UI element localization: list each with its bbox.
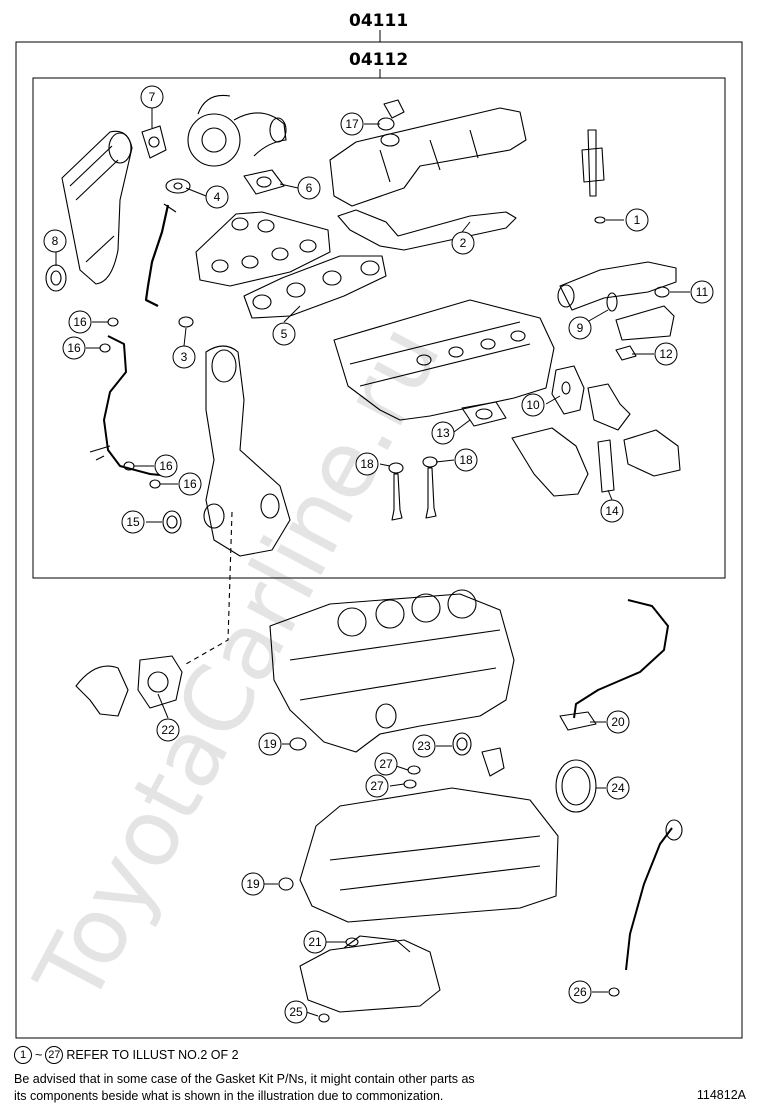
callout-27-a-label: 27: [379, 757, 393, 771]
outer-kit-frame: [15, 41, 743, 1039]
callout-16-d[interactable]: 16: [178, 472, 202, 496]
callout-13[interactable]: 13: [431, 421, 455, 445]
callout-18-b-label: 18: [459, 453, 473, 467]
callout-21[interactable]: 21: [303, 930, 327, 954]
callouts: 1 2 3 4 5 6 7 8 9 10 11 12 13 14 15 16 1…: [43, 85, 714, 1024]
callout-9-label: 9: [577, 321, 584, 335]
callout-27-b[interactable]: 27: [365, 774, 389, 798]
leader-lines: [55, 106, 690, 1017]
callout-10-label: 10: [526, 398, 540, 412]
callout-26[interactable]: 26: [568, 980, 592, 1004]
callout-15[interactable]: 15: [121, 510, 145, 534]
callout-3-label: 3: [181, 350, 188, 364]
callout-16-d-label: 16: [183, 477, 197, 491]
callout-14-label: 14: [605, 504, 619, 518]
callout-19-b[interactable]: 19: [241, 872, 265, 896]
callout-12[interactable]: 12: [654, 342, 678, 366]
ref-tilde: ~: [35, 1047, 43, 1062]
callout-16-c[interactable]: 16: [154, 454, 178, 478]
callout-1-label: 1: [634, 213, 641, 227]
callout-11-label: 11: [696, 285, 709, 299]
callout-22-label: 22: [161, 723, 175, 737]
callout-7-label: 7: [149, 90, 156, 104]
callout-22[interactable]: 22: [156, 718, 180, 742]
callout-13-label: 13: [436, 426, 450, 440]
callout-17[interactable]: 17: [340, 112, 364, 136]
callout-19-a-label: 19: [263, 737, 277, 751]
callout-20[interactable]: 20: [606, 710, 630, 734]
callout-16-a-label: 16: [73, 315, 87, 329]
callout-18-b[interactable]: 18: [454, 448, 478, 472]
callout-18-a-label: 18: [360, 457, 374, 471]
advice-line-2: its components beside what is shown in t…: [14, 1089, 444, 1103]
callout-4[interactable]: 4: [205, 185, 229, 209]
callout-26-label: 26: [573, 985, 587, 999]
callout-27-a[interactable]: 27: [374, 752, 398, 776]
callout-6[interactable]: 6: [297, 176, 321, 200]
callout-15-label: 15: [126, 515, 140, 529]
outer-kit-number: 04111: [349, 11, 408, 31]
callout-19-a[interactable]: 19: [258, 732, 282, 756]
callout-11[interactable]: 11: [690, 280, 714, 304]
callout-16-c-label: 16: [159, 459, 173, 473]
callout-3[interactable]: 3: [172, 345, 196, 369]
callout-7[interactable]: 7: [140, 85, 164, 109]
callout-23-label: 23: [417, 739, 431, 753]
callout-10[interactable]: 10: [521, 393, 545, 417]
callout-16-a[interactable]: 16: [68, 310, 92, 334]
callout-24-label: 24: [611, 781, 625, 795]
callout-8-label: 8: [52, 234, 59, 248]
callout-20-label: 20: [611, 715, 625, 729]
inner-kit-frame: [32, 77, 726, 579]
callout-5[interactable]: 5: [272, 322, 296, 346]
callout-2-label: 2: [460, 236, 467, 250]
part-sketches-upper: [45, 94, 681, 557]
callout-18-a[interactable]: 18: [355, 452, 379, 476]
callout-21-label: 21: [308, 935, 322, 949]
refer-note: 1 ~ 27 REFER TO ILLUST NO.2 OF 2: [14, 1046, 239, 1064]
callout-16-b-label: 16: [67, 341, 81, 355]
callout-23[interactable]: 23: [412, 734, 436, 758]
callout-5-label: 5: [281, 327, 288, 341]
callout-2[interactable]: 2: [451, 231, 475, 255]
inner-kit-number: 04112: [349, 50, 408, 70]
callout-14[interactable]: 14: [600, 499, 624, 523]
callout-4-label: 4: [214, 190, 221, 204]
advice-line-1: Be advised that in some case of the Gask…: [14, 1072, 475, 1086]
illustration-code: 114812A: [696, 1088, 746, 1102]
callout-9[interactable]: 9: [568, 316, 592, 340]
ref-to-circle: 27: [45, 1046, 64, 1064]
callout-24[interactable]: 24: [606, 776, 630, 800]
callout-27-b-label: 27: [370, 779, 384, 793]
callout-12-label: 12: [659, 347, 673, 361]
callout-16-b[interactable]: 16: [62, 336, 86, 360]
refer-text: REFER TO ILLUST NO.2 OF 2: [66, 1047, 239, 1062]
callout-19-b-label: 19: [246, 877, 260, 891]
watermark-text: ToyotaCarline.ru: [14, 308, 461, 1021]
callout-17-label: 17: [345, 117, 359, 131]
callout-1[interactable]: 1: [625, 208, 649, 232]
callout-25[interactable]: 25: [284, 1000, 308, 1024]
callout-25-label: 25: [289, 1005, 303, 1019]
callout-6-label: 6: [306, 181, 313, 195]
callout-8[interactable]: 8: [43, 229, 67, 253]
ref-from-circle: 1: [14, 1046, 32, 1064]
